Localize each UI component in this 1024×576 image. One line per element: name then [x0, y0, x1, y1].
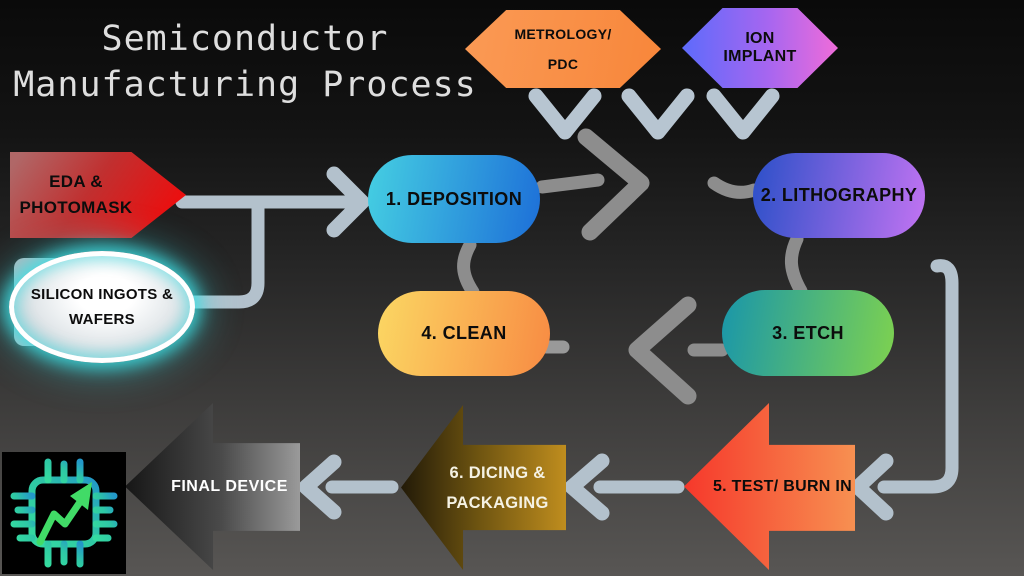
connector-deposition-to-lithography	[535, 173, 605, 194]
arrowhead-into-clean-icon	[628, 296, 697, 405]
connector-stub-into-lithography	[707, 176, 761, 199]
chevron-down-ion-icon	[706, 88, 780, 140]
chevron-down-middle-icon	[621, 88, 695, 140]
node-silicon-ingots-wafers: SILICON INGOTS & WAFERS	[9, 251, 195, 363]
step-dicing-packaging-label: 6. DICING & PACKAGING	[446, 463, 549, 512]
chevron-down-metrology-icon	[528, 88, 602, 140]
chip-logo	[2, 452, 126, 574]
arrowhead-into-final-icon	[298, 454, 342, 520]
node-ion-implant-label: ION IMPLANT	[723, 30, 797, 65]
connector-right-down-to-test	[877, 259, 959, 494]
step-final-device-label: FINAL DEVICE	[171, 477, 288, 495]
connector-deposition-to-clean	[457, 238, 480, 299]
step-etch: 3. ETCH	[722, 290, 894, 376]
arrowhead-into-dicing-icon	[564, 453, 610, 521]
page-title: Semiconductor Manufacturing Process	[13, 19, 477, 105]
node-eda-photomask-label: EDA & PHOTOMASK	[19, 172, 133, 217]
step-deposition-label: 1. DEPOSITION	[385, 188, 523, 209]
connector-branch-to-silicon	[184, 195, 265, 309]
step-lithography: 2. LITHOGRAPHY	[753, 153, 925, 238]
step-deposition: 1. DEPOSITION	[368, 155, 540, 243]
step-clean: 4. CLEAN	[378, 291, 550, 376]
node-metrology-pdc: METROLOGY/ PDC	[465, 10, 661, 88]
node-metrology-pdc-label: METROLOGY/ PDC	[514, 26, 612, 72]
arrowhead-into-deposition-icon	[326, 166, 370, 238]
arrowhead-into-test-icon	[850, 453, 894, 521]
chip-trend-icon	[10, 458, 118, 568]
step-lithography-label: 2. LITHOGRAPHY	[760, 185, 918, 205]
arrowhead-to-lithography-icon	[577, 128, 650, 241]
step-test-burn-in-label: 5. TEST/ BURN IN	[712, 477, 853, 495]
node-silicon-ingots-wafers-label: SILICON INGOTS & WAFERS	[30, 286, 174, 328]
step-clean-label: 4. CLEAN	[421, 323, 507, 343]
connector-lithography-to-etch	[785, 232, 808, 298]
step-etch-label: 3. ETCH	[772, 322, 844, 343]
